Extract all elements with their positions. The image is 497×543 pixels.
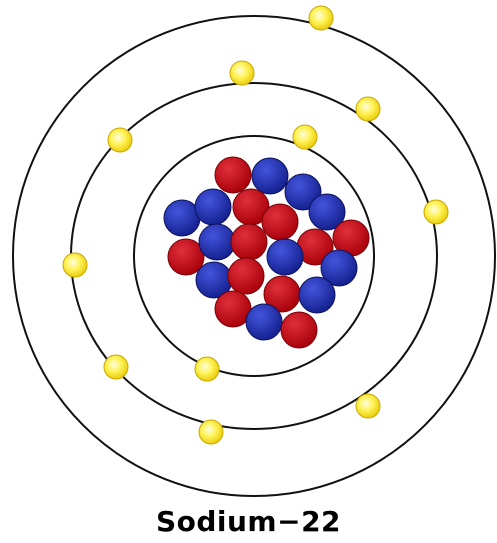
electron-shell-2-10 [199, 420, 223, 444]
electron-shell-2-4 [356, 97, 380, 121]
electron-shell-3-11 [309, 6, 333, 30]
proton-8 [228, 258, 264, 294]
neutron-11 [246, 304, 282, 340]
atom-diagram [0, 0, 497, 500]
electron-shell-2-6 [424, 200, 448, 224]
neutron-10 [299, 277, 335, 313]
electron-shell-2-8 [104, 355, 128, 379]
proton-11 [281, 312, 317, 348]
nucleus [164, 157, 369, 348]
proton-6 [231, 224, 267, 260]
proton-3 [262, 204, 298, 240]
proton-5 [168, 239, 204, 275]
electron-shell-2-9 [356, 394, 380, 418]
neutron-4 [195, 189, 231, 225]
electron-shell-1-2 [195, 357, 219, 381]
electron-shell-1-1 [293, 125, 317, 149]
electron-shell-2-5 [108, 128, 132, 152]
proton-1 [215, 157, 251, 193]
electron-shell-2-7 [63, 253, 87, 277]
atom-caption: Sodium−22 [0, 505, 497, 538]
neutron-1 [252, 158, 288, 194]
neutron-7 [267, 239, 303, 275]
electron-shell-2-3 [230, 61, 254, 85]
neutron-6 [199, 224, 235, 260]
